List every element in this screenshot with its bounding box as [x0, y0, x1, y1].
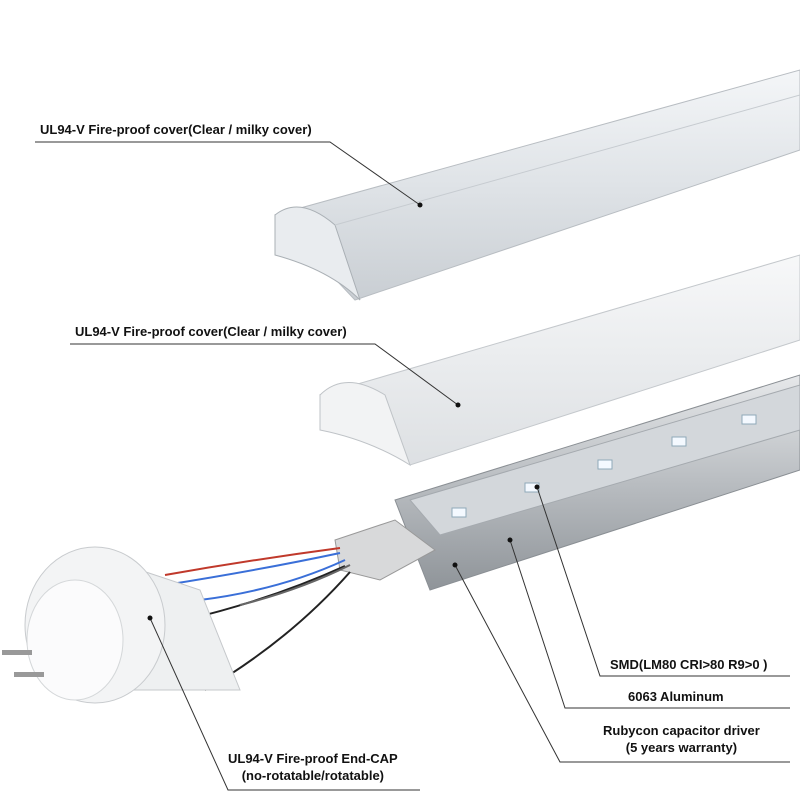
label-aluminum: 6063 Aluminum	[628, 689, 724, 704]
clear-cover	[274, 69, 800, 301]
label-driver-line1: Rubycon capacitor driver	[603, 723, 760, 738]
label-top-cover: UL94-V Fire-proof cover(Clear / milky co…	[40, 122, 312, 137]
driver-box	[334, 519, 436, 581]
label-driver: Rubycon capacitor driver (5 years warran…	[603, 722, 760, 756]
label-smd: SMD(LM80 CRI>80 R9>0 )	[610, 657, 768, 672]
aluminum-body	[394, 374, 800, 591]
label-second-cover: UL94-V Fire-proof cover(Clear / milky co…	[75, 324, 347, 339]
label-endcap-line2: (no-rotatable/rotatable)	[241, 768, 385, 783]
leader-dots	[147, 202, 540, 621]
leader-lines	[35, 141, 790, 791]
label-endcap: UL94-V Fire-proof End-CAP (no-rotatable/…	[228, 750, 398, 784]
milky-cover	[318, 254, 800, 467]
label-endcap-line1: UL94-V Fire-proof End-CAP	[228, 751, 398, 766]
smd-leds	[451, 414, 757, 518]
end-cap	[2, 546, 241, 704]
label-driver-line2: (5 years warranty)	[625, 740, 738, 755]
